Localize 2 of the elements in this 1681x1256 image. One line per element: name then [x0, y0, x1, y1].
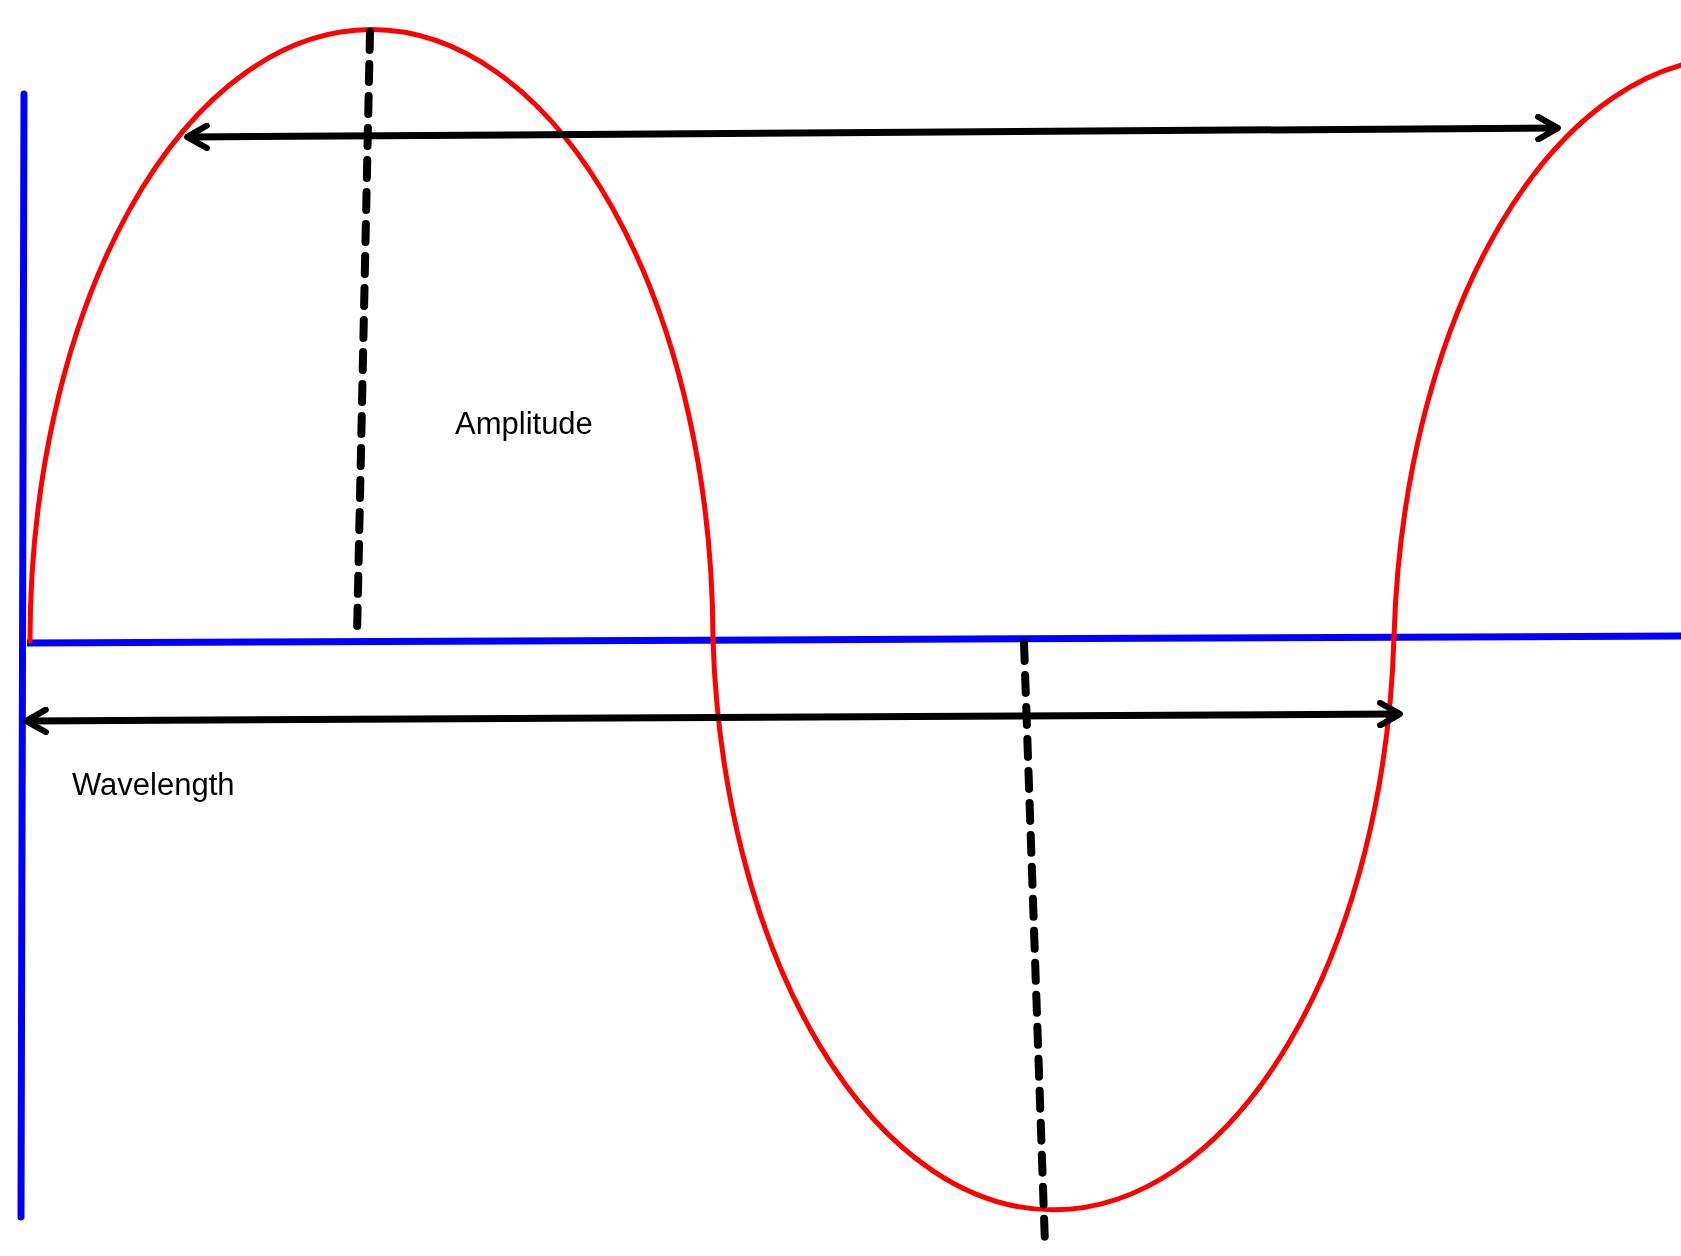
dimension-label: Amplitude — [455, 408, 593, 439]
dimension-label: Wavelength — [72, 769, 235, 800]
